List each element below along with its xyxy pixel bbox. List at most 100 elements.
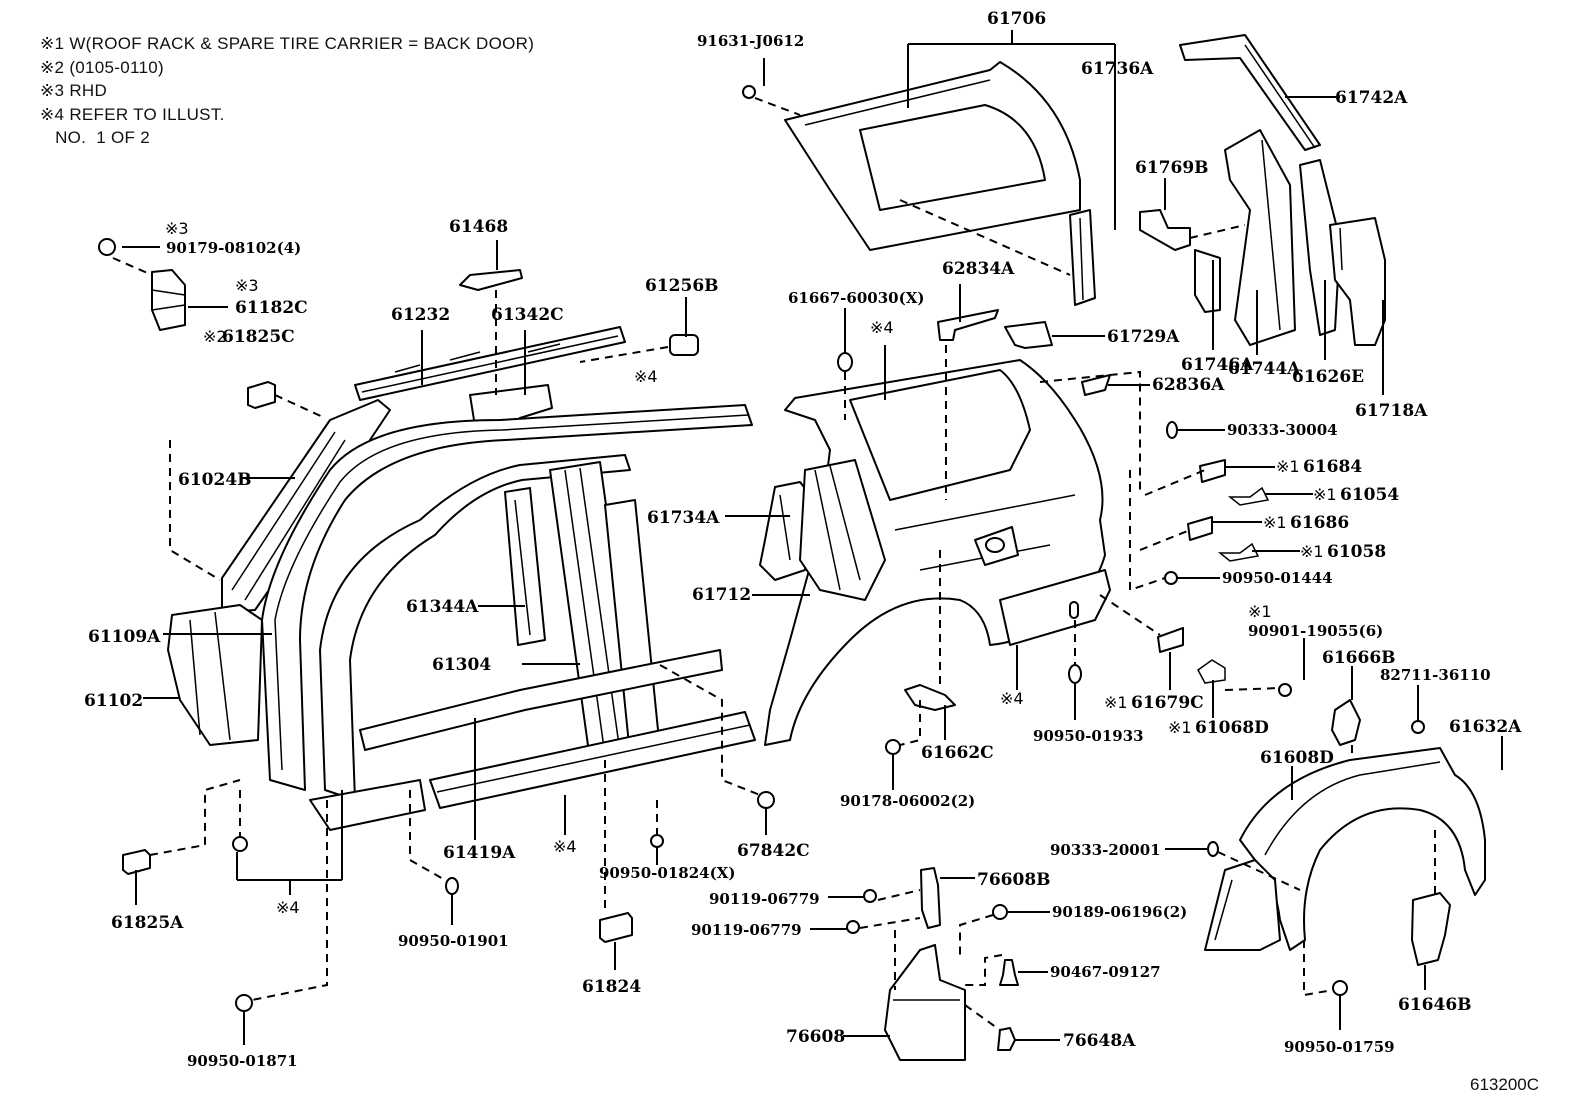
label-61769b[interactable]: 61769B [1135, 158, 1209, 178]
bolt-90119a-shape [863, 889, 877, 903]
block-61824-shape [599, 912, 633, 943]
label-61742a[interactable]: 61742A [1335, 88, 1408, 108]
plate-61256b-shape [669, 334, 699, 356]
clip-90467-shape [999, 959, 1019, 986]
label-61746a[interactable]: 61746A [1181, 355, 1254, 375]
label-61734a[interactable]: 61734A [647, 508, 720, 528]
label-61646b[interactable]: 61646B [1398, 995, 1472, 1015]
label-61232[interactable]: 61232 [391, 305, 450, 325]
plate-61686-shape [1187, 516, 1213, 541]
label-76608b[interactable]: 76608B [977, 870, 1051, 890]
label-61667-60030[interactable]: 61667-60030(X) [788, 289, 924, 307]
label-90950-01871[interactable]: 90950-01871 [187, 1052, 298, 1070]
label-61632a[interactable]: 61632A [1449, 717, 1522, 737]
floor-extension-shape [309, 779, 426, 831]
label-61662c[interactable]: 61662C [921, 743, 994, 763]
label-61608d[interactable]: 61608D [1260, 748, 1334, 768]
label-61706[interactable]: 61706 [987, 9, 1046, 29]
label-61626e[interactable]: 61626E [1292, 367, 1364, 387]
extension-62836a-shape [1081, 374, 1111, 396]
label-76608[interactable]: 76608 [786, 1027, 845, 1047]
strip-62834a-shape [937, 309, 999, 341]
block-61825a-shape [122, 849, 151, 875]
rear-inner-pillar-shape [799, 459, 886, 601]
label-67842c[interactable]: 67842C [737, 841, 810, 861]
label-61679c[interactable]: 61679C [1131, 693, 1204, 713]
sill-step-shape [359, 649, 723, 751]
hinge-61054-shape [1227, 486, 1270, 506]
label-61666b[interactable]: 61666B [1322, 648, 1396, 668]
plate-61679c-shape [1157, 627, 1184, 653]
rear-door-opening-shape [319, 454, 631, 801]
clip-61825a-pin-shape [232, 836, 248, 852]
label-90333-20001[interactable]: 90333-20001 [1050, 841, 1161, 859]
label-61825a[interactable]: 61825A [111, 913, 184, 933]
label-61684[interactable]: 61684 [1303, 457, 1362, 477]
part-labels: 61706 91631-J0612 61736A 61742A 61769B 6… [84, 9, 1539, 1094]
bolt-90119b-shape [846, 920, 860, 934]
label-61744a[interactable]: 61744A [1228, 359, 1301, 379]
note-mark-3a: ※3 [165, 219, 189, 238]
note-mark-1-61684: ※1 [1276, 457, 1300, 476]
note-mark-1-61679c: ※1 [1104, 693, 1128, 712]
label-61342c[interactable]: 61342C [491, 305, 564, 325]
label-61825c[interactable]: 61825C [222, 327, 295, 347]
bracket-61666b-shape [1331, 699, 1361, 746]
label-90189-06196[interactable]: 90189-06196(2) [1052, 903, 1187, 921]
label-90179-08102[interactable]: 90179-08102(4) [166, 239, 301, 257]
rear-wheelhouse-outer-shape [1239, 747, 1486, 951]
center-pillar-inner-shape [504, 487, 546, 646]
label-61718a[interactable]: 61718A [1355, 401, 1428, 421]
label-90333-30004[interactable]: 90333-30004 [1227, 421, 1338, 439]
label-90119-06779-b[interactable]: 90119-06779 [691, 921, 802, 939]
note-mark-1-61054: ※1 [1313, 485, 1337, 504]
label-76648a[interactable]: 76648A [1063, 1031, 1136, 1051]
note-mark-4-left: ※4 [276, 898, 300, 917]
label-61024b[interactable]: 61024B [178, 470, 252, 490]
label-61686[interactable]: 61686 [1290, 513, 1349, 533]
label-61468[interactable]: 61468 [449, 217, 508, 237]
label-62836a[interactable]: 62836A [1152, 375, 1225, 395]
label-91631-j0612[interactable]: 91631-J0612 [697, 32, 804, 50]
label-61182c[interactable]: 61182C [235, 298, 308, 318]
label-90950-01824[interactable]: 90950-01824(X) [599, 864, 735, 882]
label-90950-01444[interactable]: 90950-01444 [1222, 569, 1333, 587]
label-61736a[interactable]: 61736A [1081, 59, 1154, 79]
label-62834a[interactable]: 62834A [942, 259, 1015, 279]
label-61304[interactable]: 61304 [432, 655, 491, 675]
label-90950-01759[interactable]: 90950-01759 [1284, 1038, 1395, 1056]
plate-61684-shape [1199, 459, 1226, 483]
label-90950-01901[interactable]: 90950-01901 [398, 932, 509, 950]
label-61712[interactable]: 61712 [692, 585, 751, 605]
label-90950-01933[interactable]: 90950-01933 [1033, 727, 1144, 745]
note-mark-1-61058: ※1 [1300, 542, 1324, 561]
note-mark-1-61686: ※1 [1263, 513, 1287, 532]
label-61729a[interactable]: 61729A [1107, 327, 1180, 347]
label-61109a[interactable]: 61109A [88, 627, 161, 647]
hinge-61058-shape [1217, 542, 1260, 562]
label-61419a[interactable]: 61419A [443, 843, 516, 863]
label-61344a[interactable]: 61344A [406, 597, 479, 617]
bracket-61468-shape [459, 269, 523, 291]
label-61102[interactable]: 61102 [84, 691, 143, 711]
label-90178-06002[interactable]: 90178-06002(2) [840, 792, 975, 810]
label-61068d[interactable]: 61068D [1195, 718, 1269, 738]
hinge-61068d-shape [1197, 659, 1226, 684]
rocker-panel-shape [429, 711, 756, 809]
label-61054[interactable]: 61054 [1340, 485, 1399, 505]
mudguard-bracket-shape [920, 867, 941, 929]
screw-90901-shape [1278, 683, 1292, 697]
label-90119-06779-a[interactable]: 90119-06779 [709, 890, 820, 908]
door-opening-arch-shape [261, 404, 753, 791]
plug-90333-30004-shape [1166, 421, 1178, 439]
label-61824[interactable]: 61824 [582, 977, 641, 997]
label-82711-36110[interactable]: 82711-36110 [1380, 666, 1491, 684]
label-90467-09127[interactable]: 90467-09127 [1050, 963, 1161, 981]
label-61256b[interactable]: 61256B [645, 276, 719, 296]
plug-90950-01933-shape [1068, 664, 1082, 684]
label-61058[interactable]: 61058 [1327, 542, 1386, 562]
quarter-lower-extension-shape [999, 569, 1111, 646]
label-90901-19055[interactable]: 90901-19055(6) [1248, 622, 1383, 640]
rear-wheelhouse-inner-shape [1204, 859, 1281, 951]
rear-roof-pillar-shape [1179, 34, 1321, 151]
